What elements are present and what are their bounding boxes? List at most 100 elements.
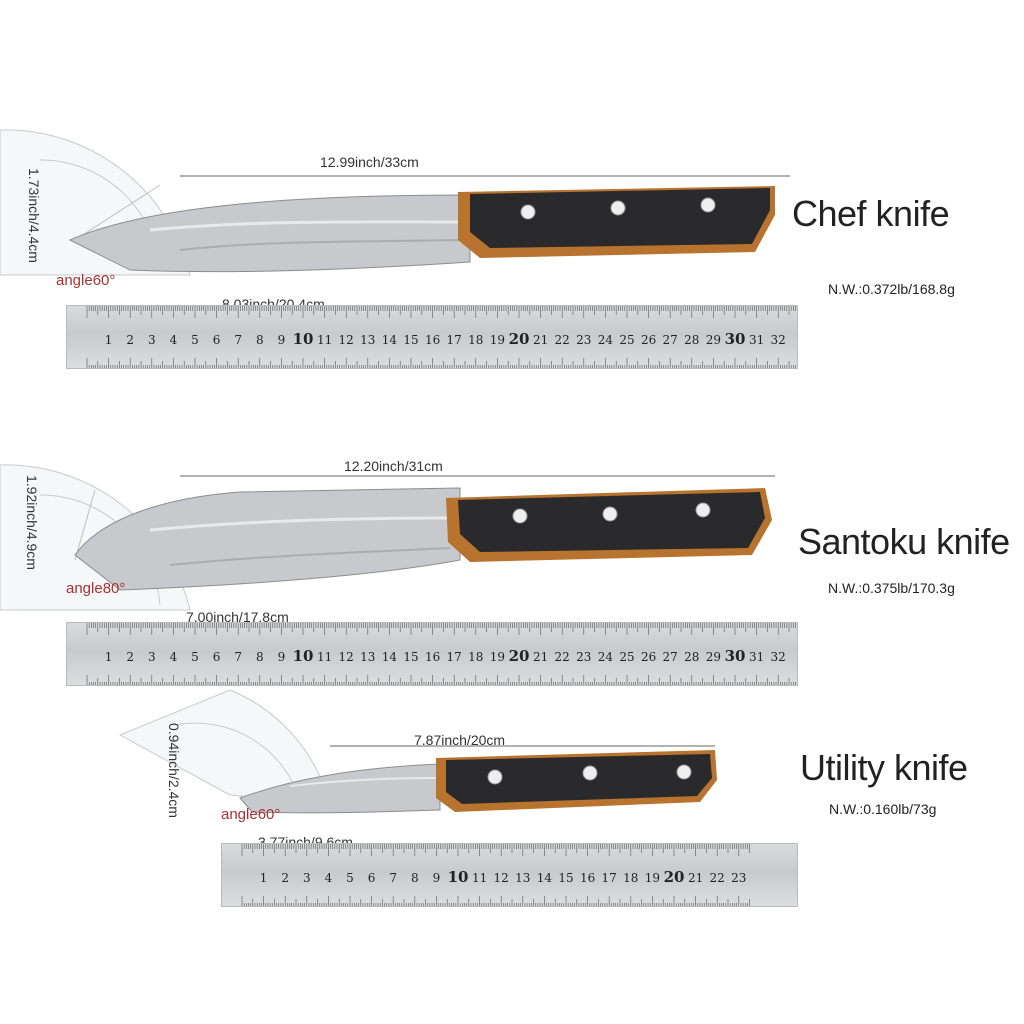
ruler-number: 27 [663, 333, 678, 347]
ruler-number: 8 [256, 650, 264, 664]
knife-section-santoku: 12.20inch/31cm 1.92inch/4.9cm angle80° 7… [0, 380, 1024, 690]
total-length-label: 7.87inch/20cm [414, 732, 506, 748]
ruler-number: 25 [619, 333, 634, 347]
ruler-number: 21 [688, 871, 703, 885]
ruler-number: 17 [447, 333, 462, 347]
blade-height-label: 1.92inch/4.9cm [24, 475, 40, 570]
ruler-number: 3 [148, 650, 156, 664]
ruler-number: 11 [317, 650, 332, 664]
ruler-number: 26 [641, 333, 656, 347]
ruler-number: 2 [126, 333, 134, 347]
net-weight-label: N.W.:0.375lb/170.3g [828, 580, 955, 596]
ruler-number: 14 [537, 871, 553, 885]
ruler-number: 9 [433, 871, 441, 885]
angle-label: angle60° [221, 806, 281, 823]
ruler-number: 14 [382, 333, 398, 347]
knife-section-utility: 7.87inch/20cm 0.94inch/2.4cm angle60° 3.… [0, 690, 1024, 1024]
ruler-number: 28 [684, 650, 699, 664]
ruler-number: 20 [509, 330, 530, 348]
ruler-number: 23 [731, 871, 746, 885]
ruler-number: 16 [580, 871, 595, 885]
ruler-number: 10 [293, 647, 314, 665]
blade-height-label: 0.94inch/2.4cm [166, 723, 182, 818]
ruler-number: 10 [293, 330, 314, 348]
ruler-number: 4 [170, 333, 178, 347]
ruler-number: 1 [260, 871, 268, 885]
ruler-number: 8 [256, 333, 264, 347]
ruler-number: 2 [281, 871, 289, 885]
angle-label: angle80° [66, 580, 126, 597]
ruler-number: 32 [771, 650, 786, 664]
ruler-number: 9 [278, 333, 286, 347]
ruler-number: 3 [303, 871, 311, 885]
ruler-number: 11 [472, 871, 487, 885]
knife-title: Utility knife [800, 747, 968, 788]
ruler-number: 7 [389, 871, 397, 885]
ruler-number: 16 [425, 333, 440, 347]
ruler-number: 3 [148, 333, 156, 347]
ruler-number: 6 [368, 871, 376, 885]
angle-label: angle60° [56, 272, 116, 289]
ruler-number: 15 [403, 650, 418, 664]
net-weight-label: N.W.:0.372lb/168.8g [828, 281, 955, 297]
ruler-number: 27 [663, 650, 678, 664]
ruler-number: 26 [641, 650, 656, 664]
total-length-label: 12.99inch/33cm [320, 154, 419, 170]
ruler-number: 23 [576, 650, 591, 664]
ruler-number: 12 [494, 871, 509, 885]
ruler-number: 19 [645, 871, 660, 885]
blade-length-label: 7.00inch/17.8cm [186, 609, 289, 625]
ruler-number: 12 [339, 333, 354, 347]
ruler-number: 22 [710, 871, 725, 885]
ruler-number: 29 [706, 333, 721, 347]
ruler-number: 5 [191, 650, 199, 664]
ruler-number: 23 [576, 333, 591, 347]
ruler-number: 31 [749, 650, 764, 664]
utility-knife-illustration [118, 690, 717, 814]
ruler-number: 15 [558, 871, 573, 885]
ruler-number: 1 [105, 650, 113, 664]
ruler-number: 1 [105, 333, 113, 347]
ruler-number: 18 [623, 871, 638, 885]
ruler-number: 9 [278, 650, 286, 664]
ruler-number: 8 [411, 871, 419, 885]
santoku-knife-illustration [0, 464, 775, 611]
ruler-number: 20 [509, 647, 530, 665]
ruler-number: 30 [725, 330, 746, 348]
ruler-number: 4 [170, 650, 178, 664]
ruler-number: 22 [555, 650, 570, 664]
net-weight-label: N.W.:0.160lb/73g [829, 801, 937, 817]
ruler-number: 17 [602, 871, 617, 885]
ruler-number: 7 [234, 650, 242, 664]
ruler-number: 13 [360, 650, 375, 664]
ruler-number: 6 [213, 333, 221, 347]
ruler-number: 10 [448, 868, 469, 886]
ruler-number: 24 [598, 333, 614, 347]
ruler-number: 21 [533, 650, 548, 664]
ruler-number: 24 [598, 650, 614, 664]
ruler-number: 6 [213, 650, 221, 664]
ruler-number: 5 [346, 871, 354, 885]
ruler-number: 28 [684, 333, 699, 347]
ruler-number: 12 [339, 650, 354, 664]
ruler-number: 11 [317, 333, 332, 347]
ruler-number: 19 [490, 650, 505, 664]
ruler-number: 14 [382, 650, 398, 664]
ruler-number: 25 [619, 650, 634, 664]
ruler-number: 5 [191, 333, 199, 347]
ruler-number: 18 [468, 333, 483, 347]
knife-title: Santoku knife [798, 521, 1010, 562]
blade-height-label: 1.73inch/4.4cm [26, 168, 42, 263]
chef-knife-illustration [0, 129, 790, 276]
ruler-number: 29 [706, 650, 721, 664]
ruler-number: 13 [515, 871, 530, 885]
ruler-number: 2 [126, 650, 134, 664]
ruler-number: 31 [749, 333, 764, 347]
ruler-number: 20 [664, 868, 685, 886]
knife-title: Chef knife [792, 193, 950, 234]
